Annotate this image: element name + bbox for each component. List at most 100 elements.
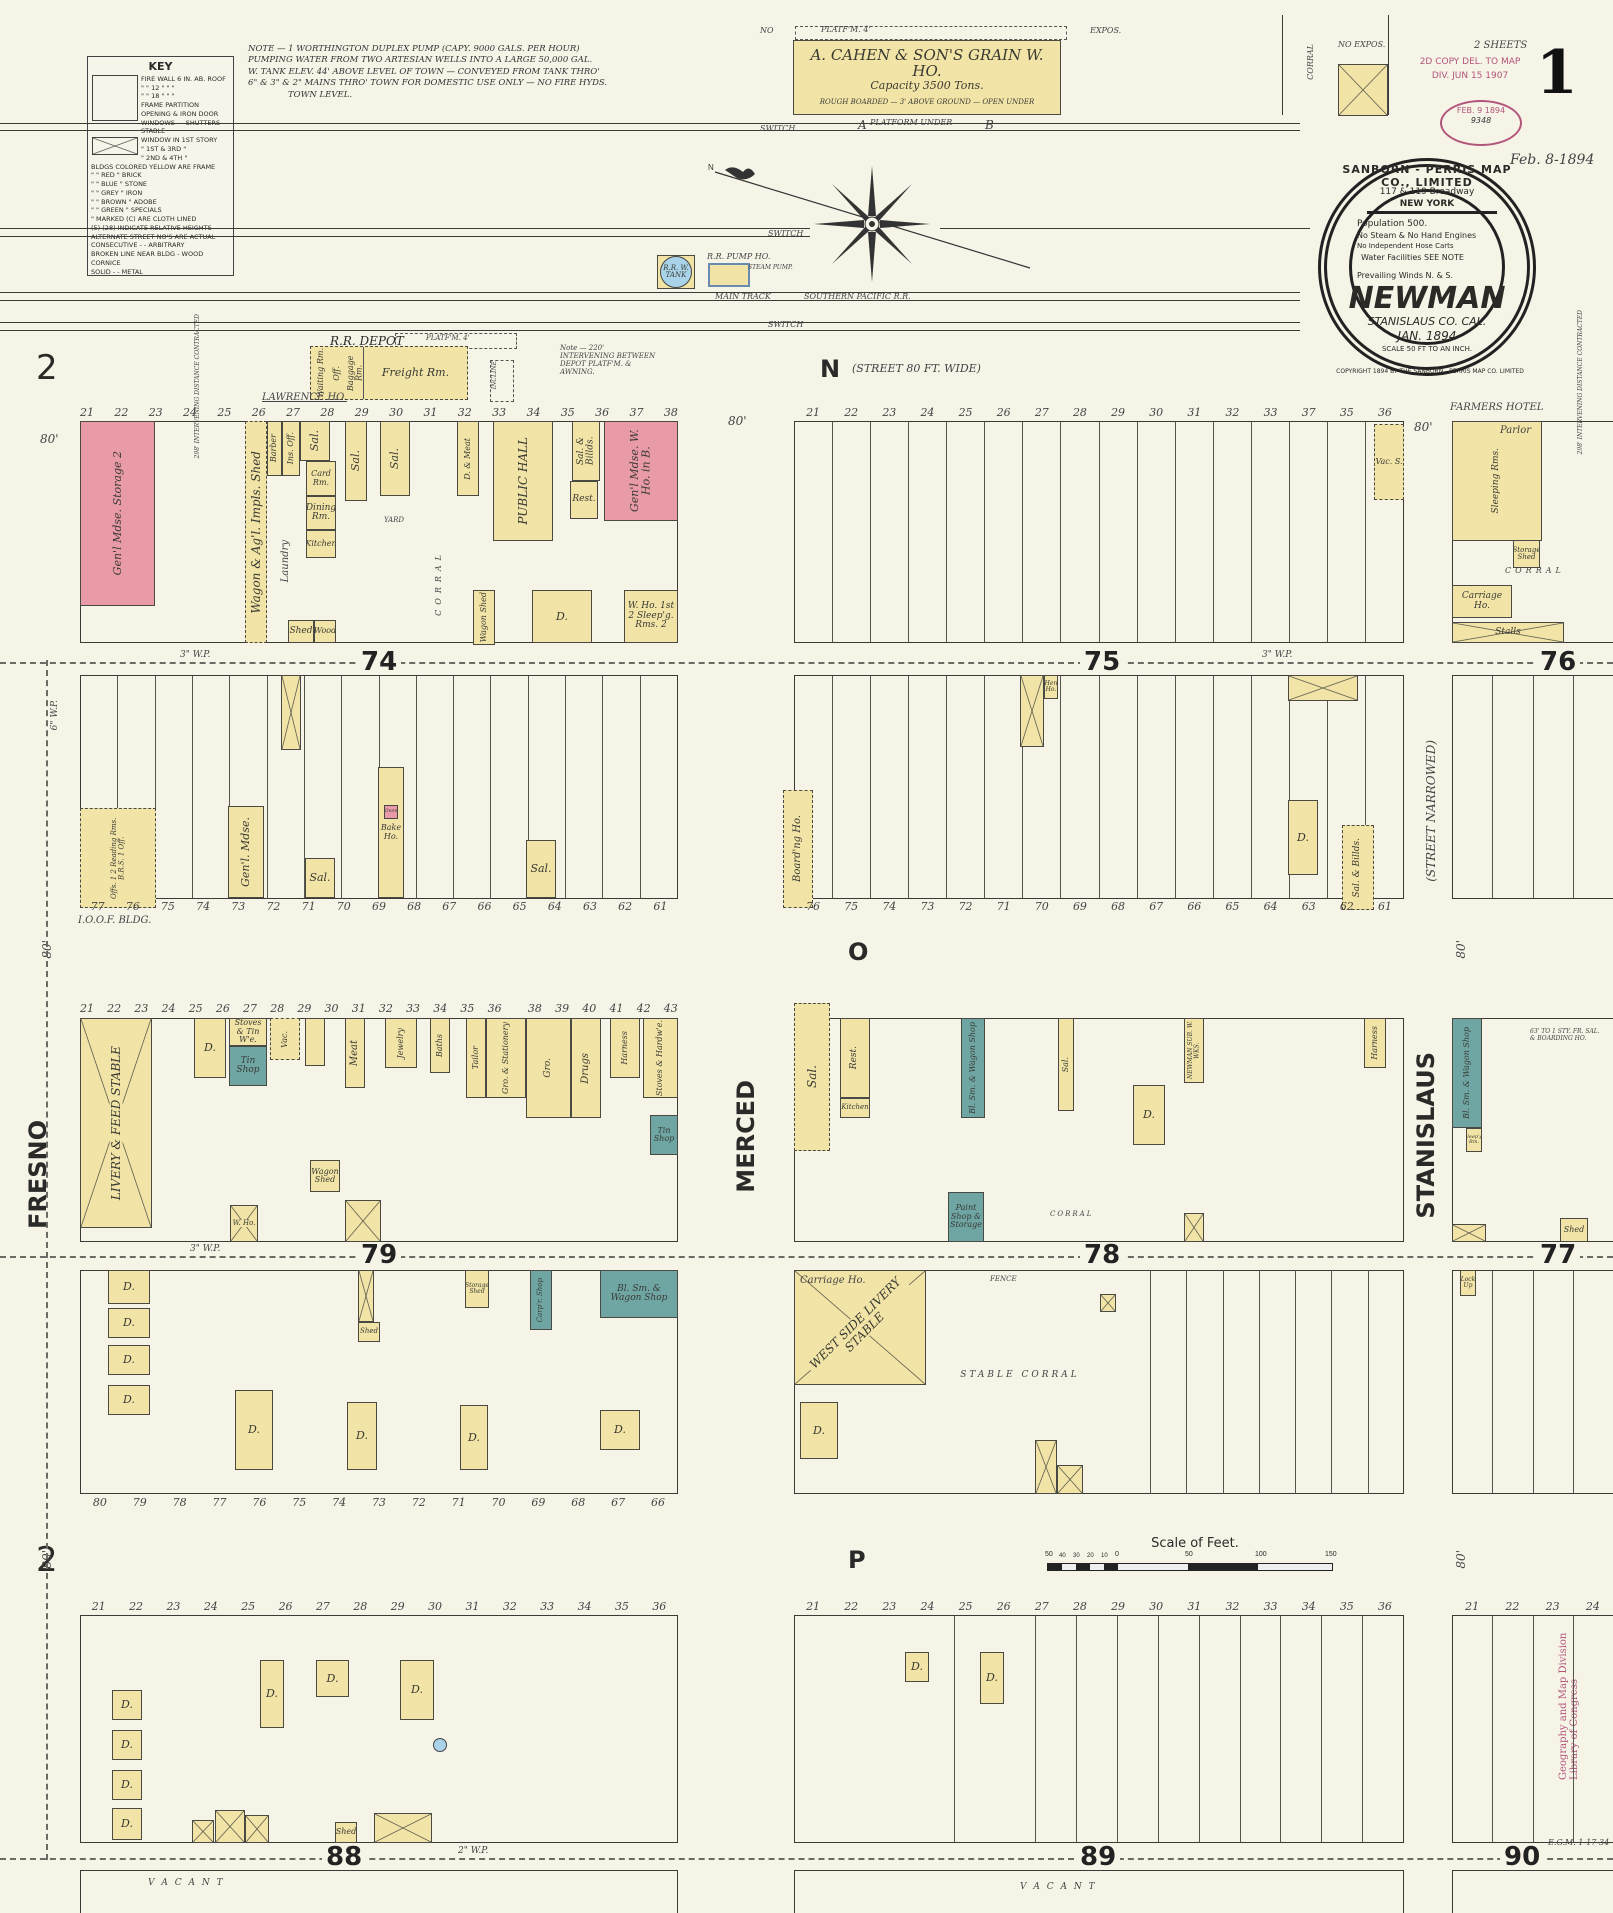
building-label: LIVERY & FEED STABLE — [108, 1045, 123, 1201]
building-label: D. — [614, 1423, 626, 1437]
handwritten-date: Feb. 8-1894 — [1510, 152, 1595, 168]
lot-numbers-block-74-bottom: 77 76 75 74 73 72 71 70 69 68 67 66 65 6… — [80, 900, 678, 913]
freight-room: Freight Rm. — [363, 347, 467, 399]
dwelling: D. — [347, 1402, 377, 1470]
lot-number: 64 — [1263, 900, 1278, 913]
lot-number: 61 — [1377, 900, 1392, 913]
lot-number: 71 — [451, 1496, 466, 1509]
kitchen-building: Kitchen — [840, 1098, 870, 1118]
building-label: Vac. — [279, 1030, 289, 1048]
grain-warehouse: A. CAHEN & SON'S GRAIN W. HO. Capacity 3… — [793, 40, 1061, 115]
lot-number: 69 — [531, 1496, 546, 1509]
lot-number: 34 — [433, 1002, 448, 1015]
lot-number: 27 — [1034, 406, 1049, 419]
lot-number: 66 — [477, 900, 492, 913]
block-89 — [794, 1615, 1404, 1843]
lot-number: 25 — [217, 406, 232, 419]
public-hall-building: PUBLIC HALL — [493, 421, 553, 541]
parlor-label: Parlor — [1500, 425, 1532, 436]
street-width: 80' — [40, 432, 59, 446]
street-width: 80' — [728, 414, 747, 428]
restaurant-building: Rest. — [570, 481, 598, 519]
lot-number: 29 — [390, 1600, 405, 1613]
lot-number: 69 — [1072, 900, 1087, 913]
baths-building: Baths — [430, 1018, 450, 1073]
lot-number: 28 — [1072, 1600, 1087, 1613]
building-label: D. — [121, 1738, 133, 1752]
section-b: B — [985, 118, 994, 132]
lot-number: 35 — [460, 1002, 475, 1015]
stable-building — [281, 675, 301, 750]
oven: Oven — [384, 805, 398, 819]
post-office-grocery-building: Gro. & Stationery — [486, 1018, 526, 1098]
key-item: " MARKED (C) ARE CLOTH LINED — [91, 215, 197, 224]
lot-number: 22 — [129, 1600, 144, 1613]
tin-shop-building: Tin Shop — [650, 1115, 678, 1155]
lot-number: 37 — [1301, 406, 1316, 419]
alley-water-pipe — [0, 1256, 1613, 1258]
dwelling: D. — [980, 1652, 1004, 1704]
lot-number: 26 — [251, 406, 266, 419]
building-label: Sal. & Billds. — [575, 436, 595, 466]
depot-office: Off. — [332, 365, 341, 381]
wagon-shed-small: Wagon Shed — [310, 1160, 340, 1192]
street-width: 80' — [1454, 940, 1468, 959]
water-pipe-label: 2" W.P. — [458, 1846, 489, 1856]
storage-shed: Storage Shed — [465, 1270, 489, 1308]
shed-building: Shed — [1560, 1218, 1588, 1242]
stoves-hardware-building: Stoves & Hardw'e. — [643, 1018, 678, 1098]
baggage-room: Baggage Rm. — [346, 355, 364, 391]
main-track-label: MAIN TRACK — [715, 292, 771, 301]
lot-number: 75 — [292, 1496, 307, 1509]
lot-number: 72 — [411, 1496, 426, 1509]
water-pipe-label: 3" W.P. — [190, 1244, 221, 1254]
building-label: NEWMAN SUB. W. WKS. — [1186, 1021, 1200, 1080]
block-number-90: 90 — [1500, 1842, 1545, 1872]
building-label: D. — [121, 1698, 133, 1712]
vacant-store-building: Vac. S. — [1374, 424, 1404, 500]
dwelling: D. — [600, 1410, 640, 1450]
building-label: Sal. — [308, 430, 322, 452]
building-label: Stalls — [1495, 626, 1521, 637]
stable-corral-label: STABLE CORRAL — [960, 1370, 1080, 1380]
building-label: Kitchen — [306, 538, 336, 548]
dry-goods-meat-building: D. & Meat — [457, 421, 479, 496]
shed-building: Shed — [335, 1822, 357, 1843]
warehouse-stable: W. Ho. — [230, 1205, 258, 1242]
lot-lines — [1453, 676, 1613, 898]
laundry-label: Laundry — [280, 540, 291, 583]
lot-number: 65 — [1225, 900, 1240, 913]
building-label: Harness — [619, 1031, 629, 1065]
gen-mdse-storage-building: Gen'l Mdse. Storage 2 — [80, 421, 155, 606]
key-roof-symbols — [92, 75, 138, 121]
scale-tick: 50 — [1185, 1551, 1193, 1558]
saloon-building: Sal. — [345, 421, 367, 501]
lot-number: 30 — [1149, 406, 1164, 419]
lot-numbers-block-75-bottom: 76 75 74 73 72 71 70 69 68 67 66 65 64 6… — [794, 900, 1404, 913]
stable-building — [1288, 675, 1358, 701]
jewelry-building: Jewelry — [385, 1018, 417, 1068]
rr-depot: Waiting Rm. Off. Baggage Rm. Freight Rm. — [310, 346, 468, 400]
building-label: Baths — [434, 1033, 444, 1058]
building-label: D. — [986, 1671, 998, 1685]
carriage-house: Carriage Ho. — [1452, 585, 1512, 618]
lot-number: 34 — [526, 406, 541, 419]
key-item: CONSECUTIVE - - ARBITRARY — [91, 241, 185, 250]
building-label: Offs. 1 2 Reading Rms. B.R.S. 1 Off. — [109, 817, 125, 899]
building-label: Paint Shop & Storage — [950, 1203, 982, 1230]
lot-number: 22 — [114, 406, 129, 419]
building-label: Sal. & Billds. — [1352, 837, 1363, 898]
block-vacant-89 — [794, 1870, 1404, 1913]
warehouse-sleeping-rooms: W. Ho. 1st 2 Sleep'g. Rms. 2 — [624, 590, 678, 643]
west-side-livery-stable: WEST SIDE LIVERY STABLE — [794, 1270, 926, 1385]
bakery-building: Bake Ho. — [378, 767, 404, 898]
lot-line — [1282, 15, 1283, 115]
building-label: Dining Rm. — [306, 502, 336, 522]
total-sheets-label: 2 SHEETS — [1474, 40, 1528, 51]
lot-number: 77 — [90, 900, 105, 913]
dwelling: D. — [108, 1385, 150, 1415]
building-label: Rest. — [849, 1046, 860, 1070]
incline-label: INCLINE — [491, 361, 498, 390]
scale-tick: 150 — [1325, 1551, 1337, 1558]
building-label: Stoves & Tin W'e. — [234, 1018, 262, 1045]
